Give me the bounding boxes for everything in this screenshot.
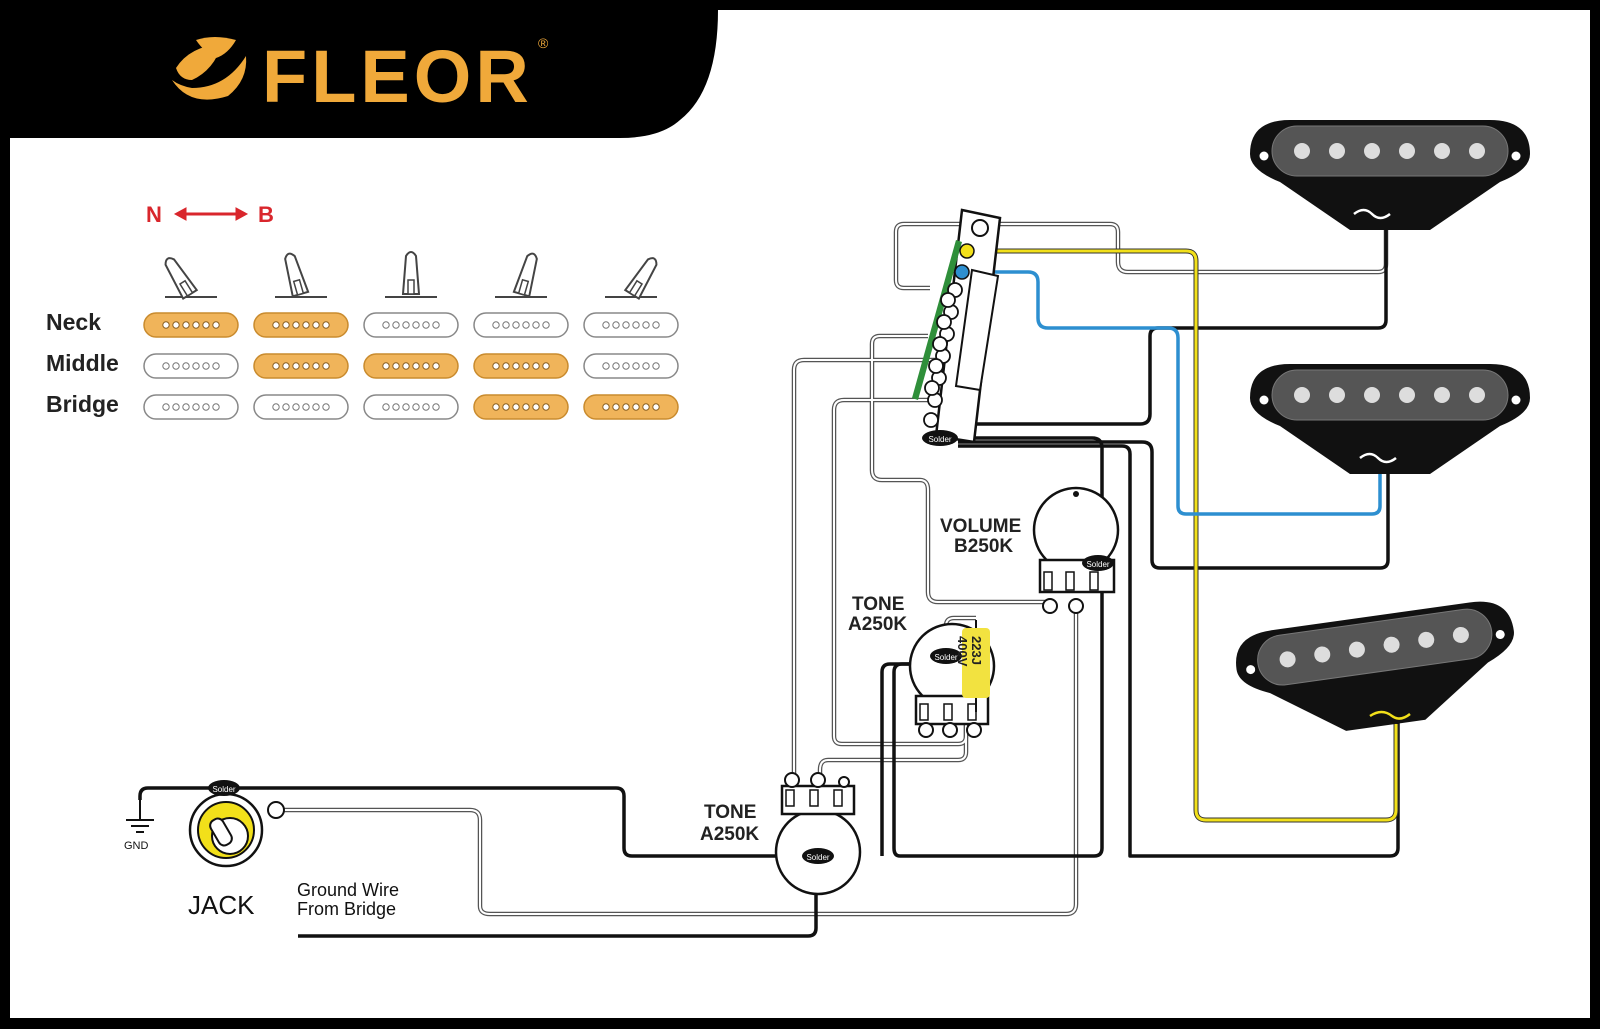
ground-label: GND: [124, 840, 149, 852]
solder-label: Solder: [806, 853, 829, 862]
pole-piece: [1314, 646, 1331, 663]
pole-piece: [1329, 143, 1345, 159]
solder-label: Solder: [928, 435, 951, 444]
switch-lug: [923, 412, 939, 428]
pickup-state-indicator: [253, 312, 349, 338]
switch-lug: [924, 380, 940, 396]
pole-piece: [1469, 143, 1485, 159]
tone-pot-lower: Solder TONE A250K: [700, 772, 862, 896]
tone-lower-name: TONE: [704, 802, 756, 823]
ground-wire-label-line1: Ground Wire: [297, 880, 399, 900]
brand-name: FLEOR: [262, 35, 533, 118]
pole-piece: [1399, 387, 1415, 403]
capacitor: 223J 400V: [955, 620, 990, 712]
tone-upper-value: A250K: [848, 614, 907, 635]
switch-lug: [940, 292, 956, 308]
pole-piece: [1279, 651, 1296, 668]
solder-label: Solder: [934, 653, 957, 662]
switch-lug: [932, 336, 948, 352]
volume-value: B250K: [954, 536, 1013, 557]
middle-pickup: [1250, 364, 1530, 474]
tone-upper-name: TONE: [852, 594, 904, 615]
double-arrow-icon: [173, 207, 249, 221]
switch-position-icon: [385, 251, 437, 298]
volume-name: VOLUME: [940, 516, 1021, 537]
capacitor-voltage: 400V: [955, 636, 970, 667]
switch-position-icon: [495, 252, 547, 298]
pickup-state-indicator: [363, 394, 459, 420]
row-label-neck: Neck: [46, 309, 101, 335]
neck-pickup: [1250, 120, 1530, 230]
switch-position-icon: [275, 252, 327, 298]
pickup-state-indicator: [143, 353, 239, 379]
brand-logo: FLEOR ®: [172, 35, 549, 118]
pickup-state-indicator: [473, 394, 569, 420]
pickup-state-indicator: [363, 353, 459, 379]
ground-wire-label-line2: From Bridge: [297, 899, 396, 919]
solder-label: Solder: [1086, 560, 1109, 569]
row-label-middle: Middle: [46, 350, 119, 376]
pole-piece: [1383, 636, 1400, 653]
pickup-state-indicator: [583, 394, 679, 420]
pole-piece: [1418, 631, 1435, 648]
solder-point: [922, 430, 958, 446]
pole-piece: [1294, 387, 1310, 403]
pickup-state-indicator: [583, 353, 679, 379]
switch-chart: N B Neck Middle Bridge: [46, 202, 679, 420]
pole-piece: [1434, 387, 1450, 403]
pole-piece: [1348, 641, 1365, 658]
output-jack: Solder JACK: [188, 780, 285, 920]
tone-pot-upper: Solder TONE A250K 223J 400V: [848, 594, 996, 738]
pickup-state-indicator: [473, 312, 569, 338]
leaf-icon: [172, 37, 247, 100]
solder-label: Solder: [212, 785, 235, 794]
direction-bridge-label: B: [258, 202, 274, 227]
switch-lug: [936, 314, 952, 330]
ground-icon: [126, 800, 154, 833]
bridge-pickup: [1236, 601, 1514, 731]
pole-piece: [1364, 387, 1380, 403]
direction-neck-label: N: [146, 202, 162, 227]
pole-piece: [1452, 626, 1469, 643]
switch-position-icon: [164, 257, 217, 300]
row-label-bridge: Bridge: [46, 391, 119, 417]
pole-piece: [1329, 387, 1345, 403]
switch-lug: [928, 358, 944, 374]
pickup-state-indicator: [143, 394, 239, 420]
volume-pot: Solder VOLUME B250K: [940, 486, 1120, 614]
registered-mark: ®: [538, 35, 549, 51]
jack-label: JACK: [188, 890, 255, 920]
pole-piece: [1294, 143, 1310, 159]
pickup-state-indicator: [363, 312, 459, 338]
pole-piece: [1364, 143, 1380, 159]
pole-piece: [1434, 143, 1450, 159]
pickup-state-indicator: [583, 312, 679, 338]
pickup-state-indicator: [473, 353, 569, 379]
pole-piece: [1469, 387, 1485, 403]
pickup-state-indicator: [253, 394, 349, 420]
pickup-state-indicator: [253, 353, 349, 379]
switch-position-icon: [605, 257, 658, 300]
pickup-state-indicator: [143, 312, 239, 338]
pole-piece: [1399, 143, 1415, 159]
five-way-switch: Solder: [912, 208, 1002, 446]
capacitor-code: 223J: [969, 636, 984, 665]
tone-lower-value: A250K: [700, 824, 759, 845]
